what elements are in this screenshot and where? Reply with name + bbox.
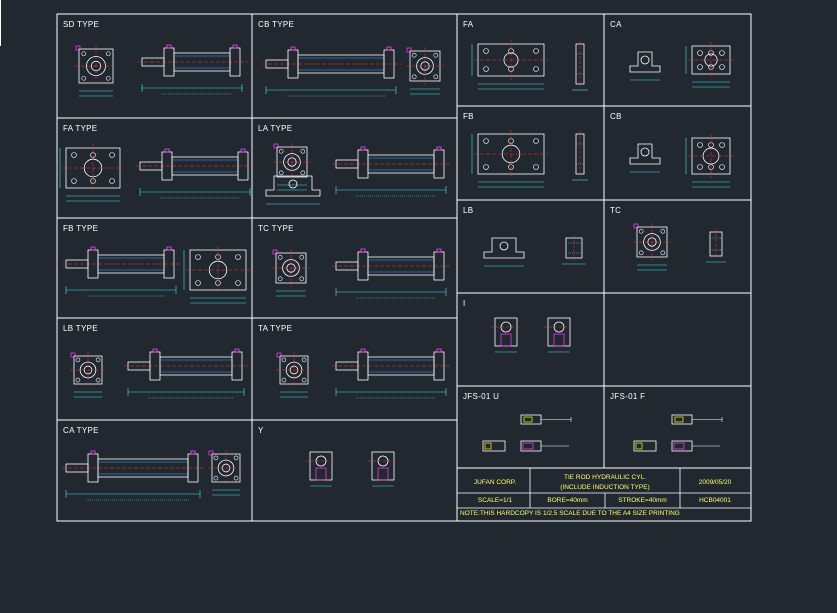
y-clevis-side — [368, 451, 398, 487]
i-detail-front — [491, 317, 521, 353]
tb-company: JUFAN CORP. — [473, 479, 517, 486]
panel-label-lb: LB — [463, 206, 474, 215]
cb-detail-front — [685, 134, 734, 188]
cb-side-view — [262, 46, 402, 97]
panel-label-la_type: LA TYPE — [258, 124, 293, 133]
la-side-view — [332, 146, 452, 197]
ca-end-view — [208, 450, 244, 496]
tc-detail-side — [706, 229, 726, 263]
cursor-mark — [0, 0, 4, 46]
i-detail-side — [544, 317, 574, 353]
fb-flange-view — [183, 246, 250, 304]
panel-label-lb_type: LB TYPE — [63, 324, 98, 333]
panel-label-fa: FA — [463, 20, 474, 29]
panel-label-fa_type: FA TYPE — [63, 124, 98, 133]
panel-label-tc: TC — [610, 206, 622, 215]
tb-stroke: STROKE=40mm — [618, 497, 667, 504]
y-clevis-front — [306, 451, 336, 487]
drawing-frame — [56, 13, 752, 522]
sd-end-view — [75, 45, 117, 97]
fa-flange-view — [59, 144, 124, 202]
ca-detail-front — [685, 42, 734, 88]
tc-side-view — [332, 248, 452, 299]
lb-side-view — [124, 348, 250, 399]
tb-title-line2: (INCLUDE INDUCTION TYPE) — [560, 484, 650, 491]
panel-label-fb_type: FB TYPE — [63, 224, 99, 233]
lb-end-view — [70, 352, 106, 398]
lb-detail-side — [562, 235, 586, 265]
cb-end-view — [406, 47, 444, 95]
ca-side-view — [62, 450, 206, 501]
tb-title-line1: TIE ROD HYDRAULIC CYL. — [564, 474, 646, 481]
panel-label-cb: CB — [610, 112, 622, 121]
fa-detail-side — [572, 41, 588, 91]
fb-side-view — [62, 246, 182, 297]
panel-label-y: Y — [258, 426, 264, 435]
fb-detail-front — [471, 130, 548, 188]
ca-detail-side — [629, 51, 661, 81]
cb-detail-side — [629, 143, 661, 173]
tc-detail-front — [633, 223, 671, 271]
part-drawings — [59, 40, 734, 501]
tb-bore: BORE=40mm — [547, 497, 588, 504]
panel-label-ca_type: CA TYPE — [63, 426, 99, 435]
panel-label-jfs_f: JFS-01 F — [610, 392, 646, 401]
fa-detail-front — [471, 40, 548, 90]
tb-date: 2009/05/20 — [698, 479, 732, 486]
la-foot-view — [265, 175, 321, 205]
panel-label-sd: SD TYPE — [63, 20, 100, 29]
panel-label-ta_type: TA TYPE — [258, 324, 293, 333]
tb-scale: SCALE=1/1 — [477, 497, 513, 504]
fb-detail-side — [572, 131, 588, 181]
tb-drawing-number: HCB04001 — [699, 497, 731, 504]
ta-side-view — [332, 348, 452, 399]
tb-note: NOTE:THIS HARDCOPY IS 1/2.5 SCALE DUE TO… — [460, 510, 680, 517]
jfs-01-u-sensor — [482, 414, 572, 452]
panel-label-ca: CA — [610, 20, 622, 29]
panel-label-tc_type: TC TYPE — [258, 224, 294, 233]
panel-label-jfs_u: JFS-01 U — [463, 392, 500, 401]
fa-side-view — [136, 148, 256, 199]
jfs-01-f-sensor — [633, 414, 723, 452]
ta-end-view — [276, 352, 312, 398]
panel-label-cb_type: CB TYPE — [258, 20, 295, 29]
la-end-view — [273, 143, 311, 191]
tc-end-view — [272, 249, 310, 297]
panel-label-i: I — [463, 299, 466, 308]
panel-label-fb: FB — [463, 112, 474, 121]
lb-detail-front — [483, 237, 525, 267]
sd-side-view — [138, 44, 248, 95]
